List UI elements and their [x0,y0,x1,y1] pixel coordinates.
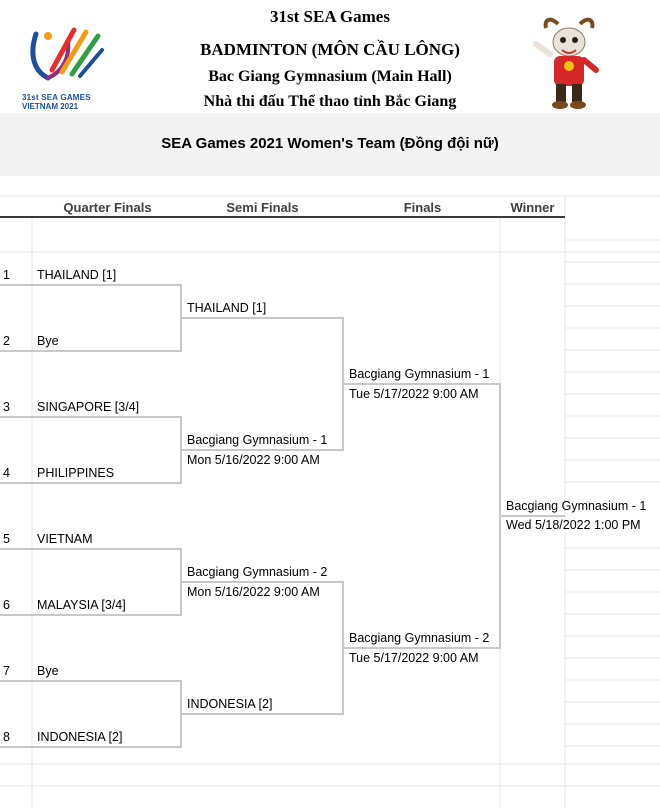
qf-team-2: Bye [37,334,59,348]
qf-bracket-4 [0,680,182,748]
header-venue-vn: Nhà thi đấu Thể thao tỉnh Bắc Giang [203,93,457,110]
winner-line [501,515,565,517]
qf-bracket-3 [0,548,182,616]
sf-time-3: Mon 5/16/2022 9:00 AM [187,585,320,599]
qf-seed-6: 6 [3,598,10,612]
col-winner: Winner [510,200,555,215]
col-quarter-finals: Quarter Finals [63,200,152,215]
qf-team-4: PHILIPPINES [37,466,115,480]
qf-seed-2: 2 [3,334,10,348]
winner-time: Wed 5/18/2022 1:00 PM [506,518,641,532]
event-banner [0,113,660,175]
sf-time-2: Mon 5/16/2022 9:00 AM [187,453,320,467]
final-team-2: Bacgiang Gymnasium - 2 [349,631,490,645]
sf-team-3: Bacgiang Gymnasium - 2 [187,565,328,579]
logo-caption-1: 31st SEA GAMES [22,93,91,102]
qf-bracket-1 [0,284,182,352]
qf-team-7: Bye [37,664,59,678]
sf-team-1: THAILAND [1] [187,301,267,315]
header-rule [0,216,565,218]
qf-team-3: SINGAPORE [3/4] [37,400,140,414]
event-title: SEA Games 2021 Women's Team (Đồng đội nữ… [161,135,499,152]
header-title: 31st SEA Games [270,7,390,26]
sf-bracket-1 [182,317,344,451]
final-time-2: Tue 5/17/2022 9:00 AM [349,651,479,665]
qf-seed-7: 7 [3,664,10,678]
final-team-1: Bacgiang Gymnasium - 1 [349,367,490,381]
logo-caption-2: VIETNAM 2021 [22,102,79,111]
qf-seed-3: 3 [3,400,10,414]
qf-seed-4: 4 [3,466,10,480]
qf-team-1: THAILAND [1] [37,268,117,282]
qf-bracket-2 [0,416,182,484]
col-finals: Finals [403,200,442,215]
qf-team-6: MALAYSIA [3/4] [37,598,126,612]
winner-team: Bacgiang Gymnasium - 1 [506,499,647,513]
qf-seed-8: 8 [3,730,10,744]
final-bracket [344,383,501,649]
sf-team-4: INDONESIA [2] [187,697,273,711]
final-time-1: Tue 5/17/2022 9:00 AM [349,387,479,401]
qf-seed-5: 5 [3,532,10,546]
header-venue: Bac Giang Gymnasium (Main Hall) [208,68,452,85]
sea-games-logo-icon [30,27,104,81]
goat-mascot-icon [533,17,599,109]
qf-team-8: INDONESIA [2] [37,730,123,744]
mascot [528,14,608,112]
sea-games-logo: 31st SEA GAMES VIETNAM 2021 [22,22,112,114]
col-semi-finals: Semi Finals [226,200,299,215]
qf-seed-1: 1 [3,268,10,282]
header-sport: BADMINTON (MÔN CẦU LÔNG) [200,40,460,59]
sf-bracket-2 [182,581,344,715]
sf-team-2: Bacgiang Gymnasium - 1 [187,433,328,447]
qf-team-5: VIETNAM [37,532,93,546]
